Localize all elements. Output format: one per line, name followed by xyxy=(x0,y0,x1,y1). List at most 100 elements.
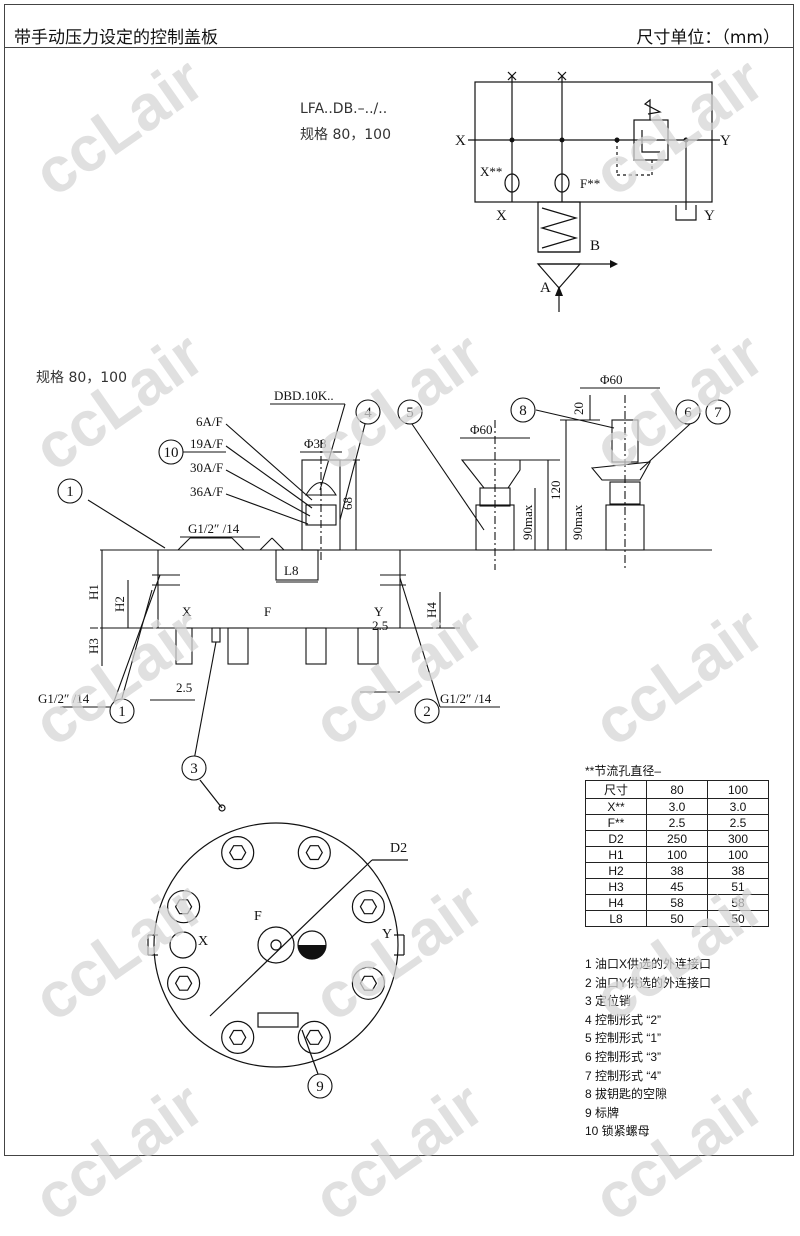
leader-thread-right xyxy=(399,577,441,708)
orifice-f-symbol xyxy=(554,173,570,193)
legend-item: 3 定位销 xyxy=(585,994,632,1009)
plan-bolt-head xyxy=(167,966,201,1000)
tank-symbol xyxy=(675,205,697,221)
dim-20-label: 20 xyxy=(571,402,586,415)
dim-90max-label-a: 90max xyxy=(520,504,535,540)
leader-callout-1b xyxy=(121,589,153,699)
leader-callout-1 xyxy=(87,499,166,549)
table-cell: 2.5 xyxy=(646,814,708,831)
plan-d2-line xyxy=(209,859,373,1017)
plan-bolt-socket xyxy=(229,1029,247,1045)
leader-thread-left xyxy=(111,574,161,708)
schematic-port-x-bottom: X xyxy=(496,208,507,224)
port-y-section: Y xyxy=(374,604,384,619)
h2-label: H2 xyxy=(112,596,127,612)
plan-dbd-half-fill xyxy=(298,945,326,959)
schematic-body xyxy=(474,81,713,203)
relief-valve-spring xyxy=(643,98,662,120)
units-label: 尺寸单位：（mm） xyxy=(636,28,780,48)
plan-outline xyxy=(153,822,399,1068)
callout-9 xyxy=(307,1073,333,1099)
section-drawing: DBD.10K.. 6A/F 19A/F 30A/F 36A/F G1/2″ /… xyxy=(38,372,731,1099)
table-cell: 38 xyxy=(646,862,708,879)
plan-bolt-head xyxy=(167,890,201,924)
drawing-sheet: 带手动压力设定的控制盖板 尺寸单位：（mm） LFA..DB.–../.. 规格… xyxy=(4,4,794,1235)
variant-36af: 36A/F xyxy=(190,484,223,499)
page-title: 带手动压力设定的控制盖板 xyxy=(14,28,218,48)
table-cell: H3 xyxy=(585,878,647,895)
chamfer xyxy=(259,537,273,551)
plan-port-f xyxy=(257,926,295,964)
cartridge-spring xyxy=(539,207,579,249)
dim-90max-label-b: 90max xyxy=(570,504,585,540)
legend-item: 6 控制形式 “3” xyxy=(585,1049,662,1064)
variant-30af: 30A/F xyxy=(190,460,223,475)
plan-port-x xyxy=(169,931,197,959)
junction-dot xyxy=(614,137,620,143)
type1-handwheel xyxy=(460,459,521,489)
h3-label: H3 xyxy=(86,638,101,654)
table-cell: 50 xyxy=(707,910,769,927)
legend-item: 7 控制形式 “4” xyxy=(585,1068,662,1083)
schematic-port-a: A xyxy=(540,280,551,296)
plan-bolt-socket xyxy=(359,975,378,991)
legend-item: 5 控制形式 “1” xyxy=(585,1031,662,1046)
callout-9-num: 9 xyxy=(316,1079,324,1095)
callout-1-bottom xyxy=(109,698,135,724)
legend-item: 4 控制形式 “2” xyxy=(585,1012,662,1027)
plan-port-f-inner xyxy=(270,939,282,951)
callout-3-num: 3 xyxy=(190,761,198,777)
hydraulic-schematic: X Y X** F** X Y A B xyxy=(455,71,731,312)
sheet-frame xyxy=(4,4,794,1156)
table-header-cell: 尺寸 xyxy=(585,780,647,799)
header-bar: 带手动压力设定的控制盖板 尺寸单位：（mm） xyxy=(4,4,794,48)
table-cell: 100 xyxy=(707,846,769,863)
variant-6af: 6A/F xyxy=(196,414,223,429)
chamfer xyxy=(271,537,285,551)
junction-dot xyxy=(683,137,689,143)
table-cell: 50 xyxy=(646,910,708,927)
plan-bolt-socket xyxy=(174,899,193,915)
plan-d2-label: D2 xyxy=(390,841,407,856)
callout-8 xyxy=(510,397,536,423)
table-cell: F** xyxy=(585,814,647,831)
relief-valve-box xyxy=(633,119,669,161)
plug-mark-x-2 xyxy=(507,71,517,81)
schematic-port-y-tank: Y xyxy=(704,208,715,224)
leader-callout-8 xyxy=(535,409,615,429)
h1-label: H1 xyxy=(86,584,101,600)
schematic-port-b: B xyxy=(590,238,600,254)
table-cell: 3.0 xyxy=(646,798,708,815)
plan-bolt-socket xyxy=(305,1029,323,1045)
leader-callout-9 xyxy=(301,1029,319,1075)
chamfer xyxy=(177,537,191,551)
plan-bolt-head xyxy=(221,1020,255,1055)
dbd-knob xyxy=(305,481,337,496)
l8-label: L8 xyxy=(284,563,298,578)
plan-view: X F Y D2 xyxy=(147,779,408,1075)
leader-callout-6 xyxy=(639,423,691,471)
table-caption: **节流孔直径– xyxy=(585,764,662,778)
plan-bolt-head xyxy=(297,1020,331,1055)
callout-4-num: 4 xyxy=(364,405,372,421)
callout-4 xyxy=(355,399,381,425)
plan-port-x-label: X xyxy=(198,934,208,949)
legend-item: 9 标牌 xyxy=(585,1105,620,1120)
type3-lever xyxy=(590,461,651,481)
leader-callout-5 xyxy=(411,423,485,531)
callout-2 xyxy=(414,698,440,724)
model-code: LFA..DB.–../.. xyxy=(300,101,388,117)
dim-120-label: 120 xyxy=(548,481,563,501)
leader-19af xyxy=(225,445,313,509)
bolt-stub xyxy=(175,627,193,665)
plan-port-f-label: F xyxy=(254,909,262,924)
dim-25-right-label: 2.5 xyxy=(372,618,388,633)
table-cell: 58 xyxy=(707,894,769,911)
dia-60-label-a: Φ60 xyxy=(470,422,493,437)
schematic-orifice-f: F** xyxy=(580,176,600,191)
leader-dbd xyxy=(319,403,346,491)
legend-item: 8 拔钥匙的空隙 xyxy=(585,1087,668,1102)
